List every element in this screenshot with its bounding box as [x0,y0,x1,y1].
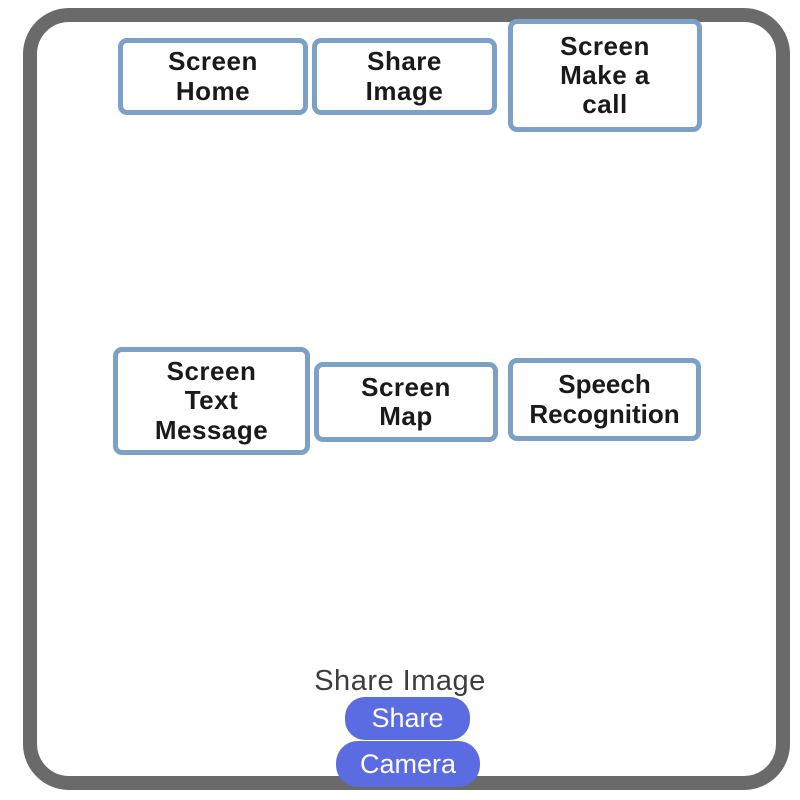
nav-box-speech-recognition[interactable]: Speech Recognition [508,358,701,441]
nav-box-screen-map[interactable]: Screen Map [314,362,498,442]
nav-box-screen-make-a-call[interactable]: Screen Make a call [508,19,702,132]
nav-box-speech-recognition-label: Speech Recognition [529,369,680,429]
nav-box-screen-home[interactable]: Screen Home [118,38,308,115]
nav-box-share-image[interactable]: Share Image [312,38,497,115]
share-button[interactable]: Share [345,697,470,740]
nav-box-screen-text-message-label: Screen Text Message [154,356,269,445]
share-image-section-title: Share Image [314,665,486,697]
nav-box-screen-home-label: Screen Home [168,46,258,106]
nav-box-screen-text-message[interactable]: Screen Text Message [113,347,310,455]
camera-button[interactable]: Camera [336,741,480,787]
nav-box-screen-make-a-call-label: Screen Make a call [560,30,650,120]
nav-box-share-image-label: Share Image [365,46,444,106]
nav-box-screen-map-label: Screen Map [361,371,451,431]
